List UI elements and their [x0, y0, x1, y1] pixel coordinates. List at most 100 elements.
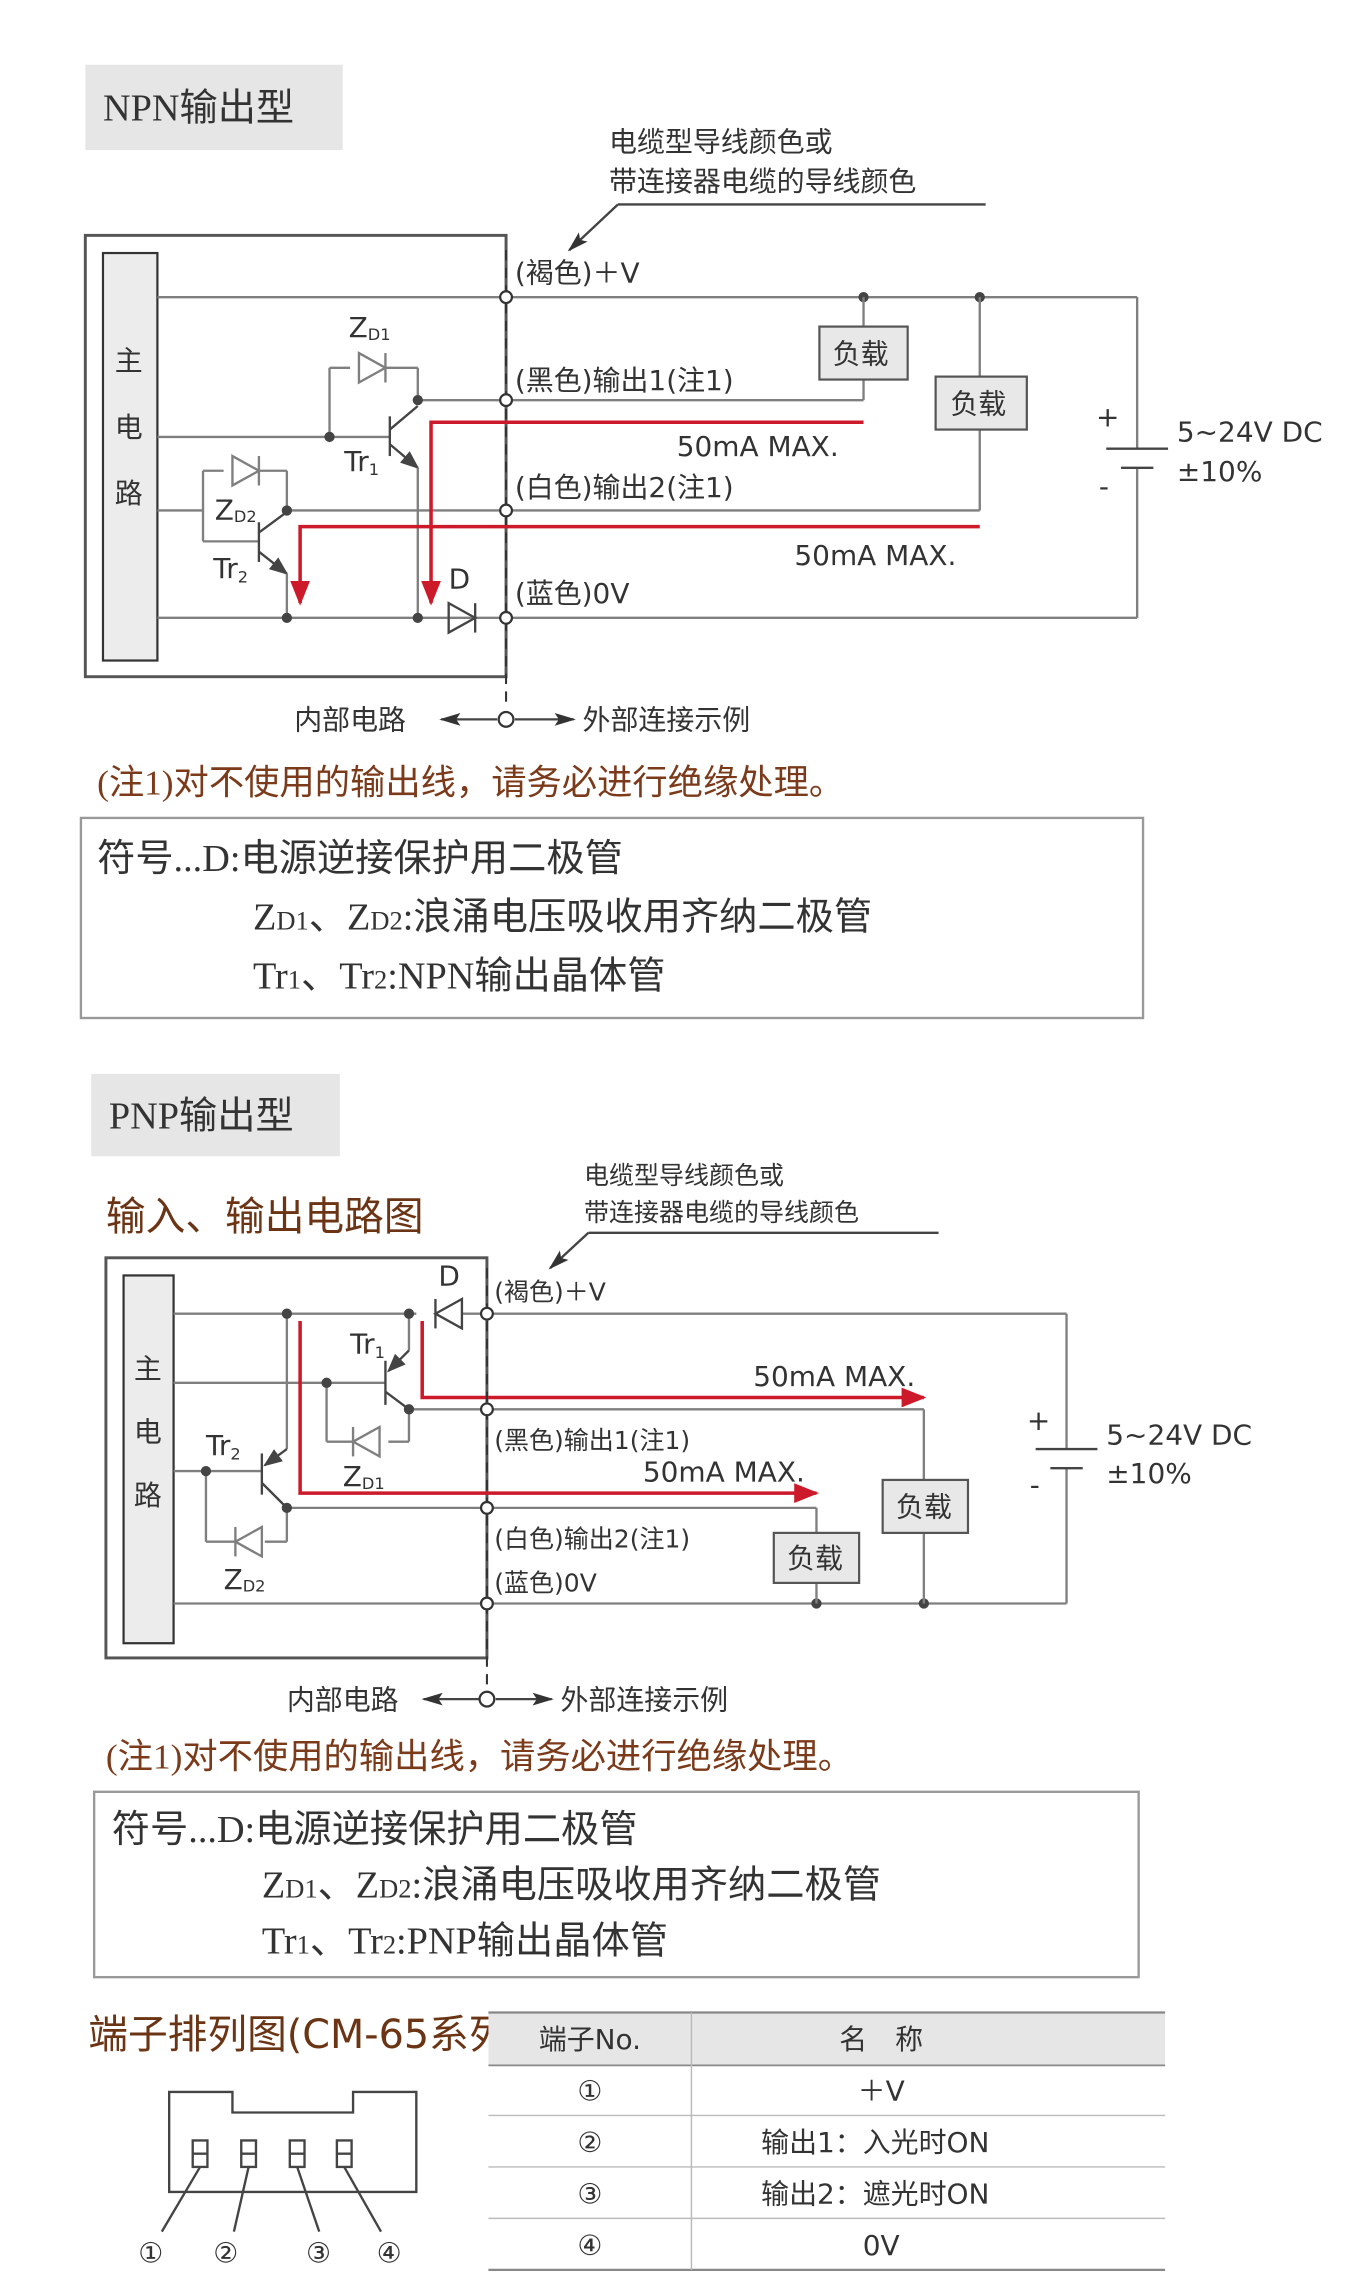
terminal-table: 端子No. 名 称 ① ＋V ② 输出1：入光时ON ③ 输出2：遮光时ON ④… — [488, 2011, 1166, 2272]
pnp-zd2-label: ZD2 — [224, 1563, 266, 1596]
npn-title: NPN输出型 — [103, 88, 294, 130]
svg-text:输出1：入光时ON: 输出1：入光时ON — [761, 2126, 989, 2159]
pin-label-2: ② — [213, 2237, 238, 2270]
npn-internal-frame — [83, 233, 508, 679]
npn-current-path-1 — [421, 420, 864, 606]
pin-label-1: ① — [138, 2237, 163, 2270]
terminal-section: 端子排列图(CM-65系列) ① ② ③ ④ 端子No. 名 称 ① ＋V ② … — [88, 2011, 1166, 2272]
pnp-supply-voltage: 5~24V DC — [1106, 1419, 1252, 1452]
table-row: ① ＋V — [577, 2075, 904, 2108]
pnp-wire-blue: (蓝色)0V — [494, 1569, 597, 1598]
pnp-legend-line-3: Tr1、Tr2:PNP输出晶体管 — [262, 1920, 668, 1963]
pnp-cable-note-2: 带连接器电缆的导线颜色 — [584, 1198, 859, 1227]
pin-label-4: ④ — [377, 2237, 402, 2270]
pnp-legend-line-2: ZD1、ZD2:浪涌电压吸收用齐纳二极管 — [262, 1864, 881, 1907]
npn-load-2 — [934, 375, 1028, 431]
pnp-legend-box — [92, 1790, 1140, 1979]
svg-text:0V: 0V — [863, 2229, 900, 2262]
pin-1 — [191, 2139, 209, 2169]
pnp-current-path-2 — [298, 1321, 819, 1504]
npn-tr2-label: Tr2 — [212, 552, 248, 586]
pnp-wire-white: (白色)输出2(注1) — [494, 1525, 690, 1554]
connector-outline — [167, 2090, 418, 2194]
npn-title-box — [85, 64, 343, 151]
pnp-cable-note-1: 电缆型导线颜色或 — [584, 1161, 784, 1190]
npn-internal-label: 内部电路 — [294, 704, 406, 737]
pnp-supply-tolerance: ±10% — [1106, 1457, 1192, 1490]
npn-tr1-label: Tr1 — [343, 445, 379, 479]
pnp-load-2 — [772, 1531, 861, 1585]
npn-diode-label: D — [449, 562, 471, 595]
npn-supply-minus: - — [1099, 470, 1109, 503]
pnp-internal-frame — [104, 1256, 489, 1660]
npn-zd1-label: ZD1 — [349, 311, 391, 344]
pnp-wire-black: (黑色)输出1(注1) — [494, 1426, 690, 1455]
svg-text:输出2：遮光时ON: 输出2：遮光时ON — [761, 2178, 989, 2211]
npn-legend-box — [79, 816, 1145, 1020]
npn-supply-tolerance: ±10% — [1177, 455, 1263, 488]
npn-load-2-label: 负载 — [950, 387, 1006, 420]
pin-4 — [335, 2139, 353, 2169]
npn-current-path-2 — [290, 524, 980, 606]
npn-cable-note-2: 带连接器电缆的导线颜色 — [609, 165, 916, 198]
pin-label-3: ③ — [306, 2237, 331, 2270]
npn-max-2: 50mA MAX. — [794, 539, 956, 572]
pnp-supply-plus: + — [1027, 1404, 1050, 1437]
pnp-load-1 — [881, 1478, 970, 1534]
npn-section: NPN输出型 电缆型导线颜色或 带连接器电缆的导线颜色 主 电 路 ZD1 Tr… — [79, 64, 1323, 1020]
npn-legend-line-1: 符号...D:电源逆接保护用二极管 — [97, 837, 623, 880]
npn-supply-voltage: 5~24V DC — [1177, 415, 1323, 448]
npn-load-1-label: 负载 — [833, 337, 889, 370]
npn-main-char-2: 电 — [115, 411, 143, 444]
npn-main-circuit-box — [101, 251, 159, 662]
pnp-legend-line-1: 符号...D:电源逆接保护用二极管 — [112, 1808, 638, 1851]
pin-2 — [240, 2139, 258, 2169]
table-row: ③ 输出2：遮光时ON — [577, 2178, 989, 2211]
table-row: ④ 0V — [577, 2229, 899, 2262]
npn-wire-black: (黑色)输出1(注1) — [515, 364, 734, 397]
npn-cable-note-1: 电缆型导线颜色或 — [609, 126, 833, 159]
pnp-main-char-3: 路 — [134, 1479, 162, 1512]
npn-supply-plus: + — [1096, 401, 1119, 434]
pnp-zd1-label: ZD1 — [343, 1460, 385, 1493]
npn-external-label: 外部连接示例 — [583, 704, 751, 737]
table-header — [488, 2012, 1166, 2066]
npn-load-1 — [818, 325, 909, 381]
npn-main-char-3: 路 — [115, 477, 143, 510]
pnp-tr2-label: Tr2 — [205, 1429, 241, 1463]
pnp-main-char-1: 主 — [134, 1352, 162, 1385]
svg-text:②: ② — [577, 2126, 602, 2159]
npn-note: (注1)对不使用的输出线，请务必进行绝缘处理。 — [97, 763, 844, 802]
pnp-external-label: 外部连接示例 — [560, 1683, 728, 1716]
terminal-title: 端子排列图(CM-65系列) — [88, 2012, 524, 2058]
table-header-name: 名 称 — [839, 2023, 923, 2056]
npn-legend-line-3: Tr1、Tr2:NPN输出晶体管 — [253, 955, 666, 998]
svg-text:＋V: ＋V — [858, 2075, 905, 2108]
pnp-tr1-label: Tr1 — [349, 1327, 385, 1361]
pnp-load-1-label: 负载 — [896, 1491, 952, 1524]
pnp-diode-label: D — [438, 1260, 460, 1293]
svg-text:③: ③ — [577, 2178, 602, 2211]
svg-text:④: ④ — [577, 2229, 602, 2262]
pnp-current-path-1 — [420, 1321, 927, 1408]
npn-zd2-label: ZD2 — [215, 493, 257, 526]
pnp-section: PNP输出型 输入、输出电路图 电缆型导线颜色或 带连接器电缆的导线颜色 主 电… — [91, 1073, 1252, 1979]
npn-wire-blue: (蓝色)0V — [515, 577, 630, 610]
pnp-title-box — [91, 1073, 340, 1157]
pnp-main-circuit-box — [122, 1274, 175, 1645]
svg-text:①: ① — [577, 2075, 602, 2108]
npn-wire-brown: (褐色)＋V — [515, 256, 640, 289]
pnp-max-2: 50mA MAX. — [643, 1455, 805, 1488]
table-header-no: 端子No. — [539, 2023, 641, 2056]
pnp-supply-minus: - — [1030, 1469, 1040, 1502]
npn-callout-arrow — [567, 203, 619, 252]
pnp-note: (注1)对不使用的输出线，请务必进行绝缘处理。 — [106, 1737, 853, 1776]
pnp-load-2-label: 负载 — [787, 1542, 843, 1575]
pnp-internal-label: 内部电路 — [287, 1683, 399, 1716]
connector-pins — [191, 2139, 353, 2169]
pnp-main-char-2: 电 — [134, 1416, 162, 1449]
pin-3 — [288, 2139, 306, 2169]
pnp-title: PNP输出型 — [109, 1095, 294, 1137]
npn-max-1: 50mA MAX. — [677, 430, 839, 463]
